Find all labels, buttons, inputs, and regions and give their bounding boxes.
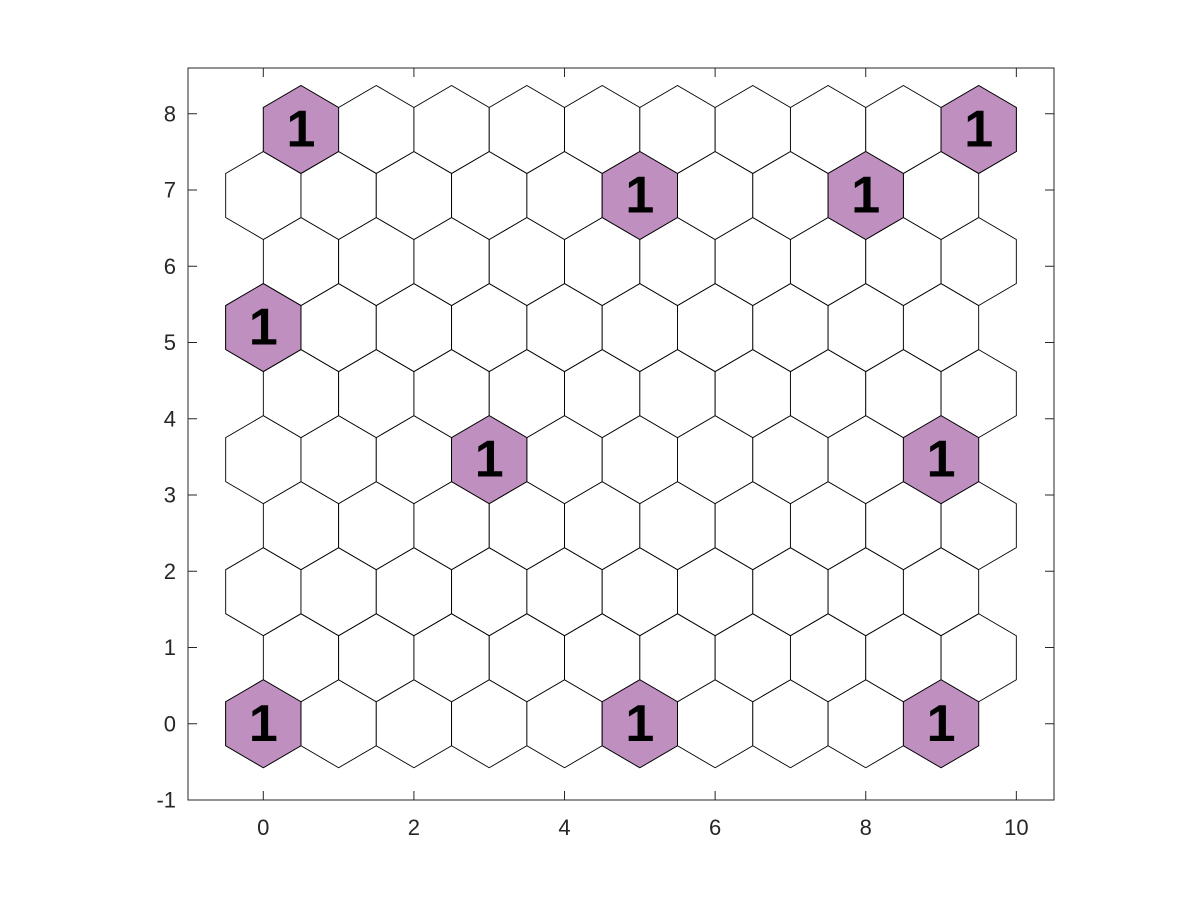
axes-box (187, 67, 1055, 801)
x-tick-label: 8 (860, 815, 872, 840)
y-tick-label: 2 (164, 559, 176, 584)
cell-value-label: 1 (286, 100, 315, 158)
hex-cells (225, 84, 1017, 769)
cell-value-label: 1 (927, 431, 956, 489)
x-tick-label: 4 (558, 815, 570, 840)
cell-value-label: 1 (625, 695, 654, 753)
y-tick-label: 5 (164, 330, 176, 355)
x-tick-label: 2 (408, 815, 420, 840)
cell-value-label: 1 (249, 299, 278, 357)
x-tick-label: 0 (257, 815, 269, 840)
highlighted-hex-cell (827, 150, 904, 241)
y-tick-label: 0 (164, 711, 176, 736)
highlighted-hex-cell (902, 415, 980, 505)
x-tick-label: 6 (709, 815, 721, 840)
cell-value-label: 1 (625, 166, 654, 224)
cell-value-label: 1 (964, 100, 993, 158)
cell-value-label: 1 (927, 695, 956, 753)
cell-labels: 1 1 1 1 1 1 1 1 1 1 (249, 100, 993, 752)
y-tick-label: 4 (164, 406, 176, 431)
y-tick-label: 1 (164, 635, 176, 660)
y-tick-label: 3 (164, 483, 176, 508)
highlighted-hex-cell (225, 283, 302, 373)
y-tick-label: 8 (164, 101, 176, 126)
highlighted-hex-cell (601, 150, 678, 241)
highlighted-hex-cell (940, 84, 1017, 174)
highlighted-hex-cell (262, 84, 340, 174)
highlighted-hex-cell (225, 679, 302, 769)
cell-value-label: 1 (851, 166, 880, 224)
x-tick-label: 10 (1004, 815, 1028, 840)
axis-ticks (188, 68, 1054, 801)
highlighted-cells (225, 84, 1017, 769)
y-tick-labels: -1 0 1 2 3 4 5 6 7 8 (156, 101, 176, 812)
highlighted-hex-cell (451, 415, 528, 505)
y-tick-label: -1 (156, 788, 176, 813)
y-tick-label: 7 (164, 178, 176, 203)
y-tick-label: 6 (164, 254, 176, 279)
x-tick-labels: 0 2 4 6 8 10 (257, 815, 1028, 840)
cell-value-label: 1 (249, 695, 278, 753)
highlighted-hex-cell (601, 679, 678, 769)
highlighted-hex-cell (902, 679, 980, 769)
cell-value-label: 1 (475, 431, 504, 489)
